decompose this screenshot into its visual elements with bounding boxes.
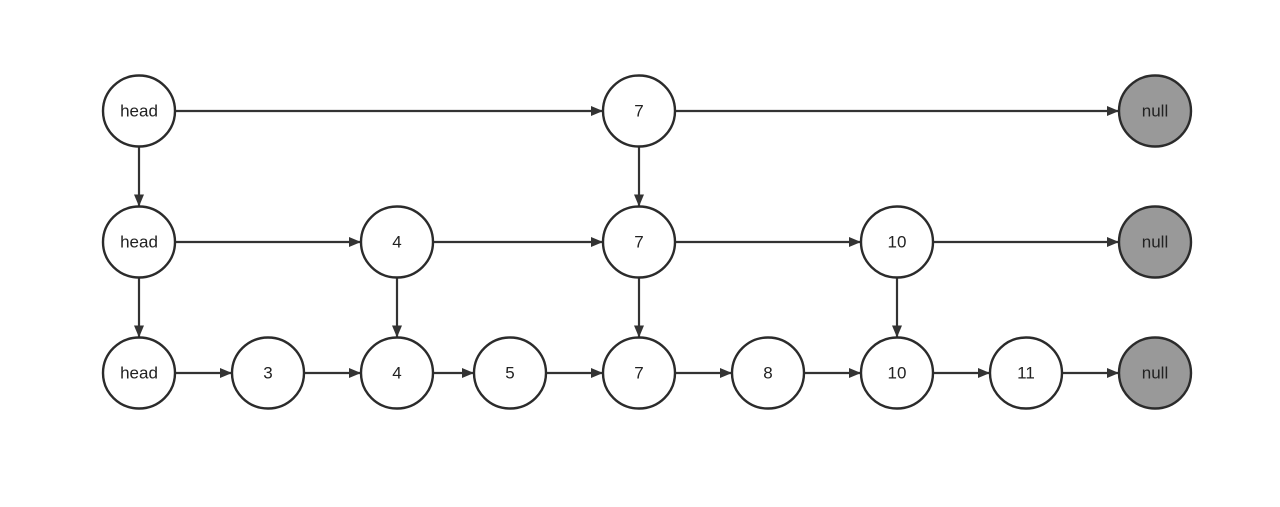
node-label: 3 <box>263 364 272 383</box>
node-7-level1: 7 <box>601 205 677 279</box>
node-label: 10 <box>888 364 907 383</box>
node-null-level2: null <box>1117 336 1193 410</box>
node-4-level2: 4 <box>359 336 435 410</box>
node-circle <box>101 74 177 148</box>
node-11-level2: 11 <box>988 336 1064 410</box>
node-circle <box>601 74 677 148</box>
node-circle <box>988 336 1064 410</box>
node-7-level0: 7 <box>601 74 677 148</box>
node-8-level2: 8 <box>730 336 806 410</box>
node-label: 7 <box>634 102 643 121</box>
node-circle <box>601 205 677 279</box>
node-head-level1: head <box>101 205 177 279</box>
node-circle <box>859 336 935 410</box>
node-null-level1: null <box>1117 205 1193 279</box>
node-null-level0: null <box>1117 74 1193 148</box>
node-circle <box>101 205 177 279</box>
node-4-level1: 4 <box>359 205 435 279</box>
node-circle <box>601 336 677 410</box>
node-7-level2: 7 <box>601 336 677 410</box>
nodes: head 7 null head 4 7 10 null head 3 4 5 7 8 10 11 null <box>101 74 1193 410</box>
node-label: 5 <box>505 364 514 383</box>
node-label: 4 <box>392 233 401 252</box>
node-10-level1: 10 <box>859 205 935 279</box>
node-label: 4 <box>392 364 401 383</box>
node-circle <box>859 205 935 279</box>
edges <box>134 106 1119 378</box>
node-label: head <box>120 102 158 121</box>
node-circle <box>359 205 435 279</box>
node-head-level0: head <box>101 74 177 148</box>
node-label: head <box>120 233 158 252</box>
node-label: 10 <box>888 233 907 252</box>
node-label: 8 <box>763 364 772 383</box>
node-label: null <box>1142 233 1168 252</box>
node-head-level2: head <box>101 336 177 410</box>
node-3-level2: 3 <box>230 336 306 410</box>
node-label: 7 <box>634 233 643 252</box>
null-node-circle <box>1117 74 1193 148</box>
null-node-circle <box>1117 205 1193 279</box>
node-5-level2: 5 <box>472 336 548 410</box>
node-circle <box>230 336 306 410</box>
node-circle <box>359 336 435 410</box>
node-circle <box>730 336 806 410</box>
node-label: 11 <box>1017 364 1035 383</box>
node-circle <box>472 336 548 410</box>
node-10-level2: 10 <box>859 336 935 410</box>
null-node-circle <box>1117 336 1193 410</box>
node-label: null <box>1142 102 1168 121</box>
node-label: null <box>1142 364 1168 383</box>
node-circle <box>101 336 177 410</box>
node-label: 7 <box>634 364 643 383</box>
node-label: head <box>120 364 158 383</box>
